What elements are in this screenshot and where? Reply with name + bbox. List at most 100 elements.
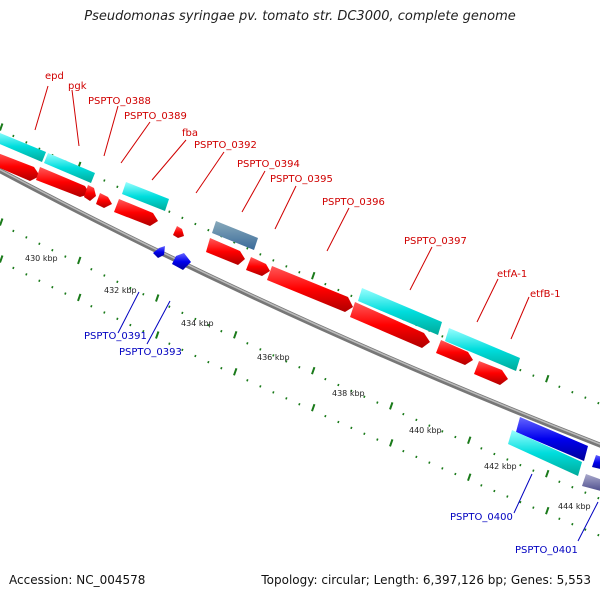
feature-red-8[interactable] [246, 257, 270, 276]
feature-cyan-4[interactable] [358, 288, 442, 335]
tick-mark [324, 282, 327, 286]
tick-mark [441, 335, 444, 338]
scale-label-432: 432 kbp [104, 286, 137, 295]
feature-red-3[interactable] [84, 185, 96, 201]
feature-cyan-3[interactable] [122, 182, 169, 211]
feature-blue-small-2[interactable] [172, 253, 191, 270]
tick-mark [116, 185, 119, 189]
feature-blue-2[interactable] [592, 455, 600, 470]
tick-mark [194, 317, 197, 321]
tick-mark [168, 305, 171, 308]
feature-cyan-1[interactable] [0, 131, 46, 162]
tick-mark [259, 253, 262, 256]
feature-blue-1[interactable] [516, 417, 588, 461]
tick-mark [467, 473, 472, 482]
tick-mark [129, 323, 132, 327]
scale-label-440: 440 kbp [409, 426, 442, 435]
gene-label-pspto-0393[interactable]: PSPTO_0393 [119, 347, 182, 358]
gene-label-pspto-0396[interactable]: PSPTO_0396 [322, 197, 385, 208]
genome-backbone [0, 167, 600, 448]
feature-slate-1[interactable] [582, 474, 600, 492]
tick-mark [51, 285, 54, 289]
tick-mark [12, 229, 15, 233]
tick-mark [532, 374, 535, 377]
tick-mark [558, 385, 561, 388]
tick-mark [441, 467, 444, 470]
tick-mark [545, 469, 550, 478]
tick-mark [25, 273, 28, 276]
tick-mark [155, 294, 160, 302]
tick-mark [259, 385, 262, 388]
feature-red-5[interactable] [114, 199, 158, 226]
feature-red-2[interactable] [36, 167, 90, 197]
accession-text: Accession: NC_004578 [9, 573, 146, 587]
tick-mark [64, 255, 67, 258]
tick-mark [545, 374, 550, 383]
tick-mark [571, 485, 574, 489]
tick-mark [207, 323, 210, 327]
tick-mark [428, 424, 431, 427]
feature-red-1[interactable] [0, 152, 40, 181]
tick-mark [454, 472, 457, 476]
feature-red-6[interactable] [173, 226, 184, 238]
feature-red-10[interactable] [350, 302, 430, 348]
gene-label-etfb-1[interactable]: etfB-1 [530, 289, 560, 300]
tick-mark [506, 458, 509, 461]
feature-cyan-2[interactable] [44, 153, 95, 183]
gene-label-pgk[interactable]: pgk [68, 81, 87, 92]
tick-mark [38, 242, 41, 246]
tick-mark [506, 495, 509, 498]
tick-mark [558, 480, 561, 483]
feature-steel-1[interactable] [212, 221, 258, 250]
tick-mark [389, 439, 394, 447]
tick-mark [272, 259, 275, 262]
tick-mark [220, 329, 223, 333]
feature-red-9[interactable] [267, 266, 353, 312]
tick-mark [25, 141, 28, 144]
tick-mark [298, 366, 301, 369]
scale-label-442: 442 kbp [484, 462, 517, 471]
tick-mark [350, 294, 353, 298]
tick-mark [441, 430, 444, 433]
tick-mark [519, 463, 522, 467]
gene-label-pspto-0394[interactable]: PSPTO_0394 [237, 159, 300, 170]
tick-mark [103, 179, 106, 182]
tick-mark [376, 401, 379, 404]
gene-label-fba[interactable]: fba [182, 128, 198, 139]
tick-mark [272, 391, 275, 394]
feature-cyan-6[interactable] [508, 430, 582, 476]
gene-label-pspto-0395[interactable]: PSPTO_0395 [270, 174, 333, 185]
tick-mark [597, 401, 600, 405]
gene-label-pspto-0397[interactable]: PSPTO_0397 [404, 236, 467, 247]
tick-mark [181, 216, 184, 220]
feature-red-11[interactable] [436, 340, 473, 365]
feature-red-4[interactable] [96, 193, 112, 208]
gene-label-pspto-0391[interactable]: PSPTO_0391 [84, 331, 147, 342]
gene-label-pspto-0392[interactable]: PSPTO_0392 [194, 140, 257, 151]
gene-label-epd[interactable]: epd [45, 71, 64, 82]
feature-red-7[interactable] [206, 238, 245, 265]
tick-mark [337, 288, 340, 292]
gene-label-pspto-0389[interactable]: PSPTO_0389 [124, 111, 187, 122]
tick-mark [181, 311, 184, 315]
feature-cyan-5[interactable] [445, 328, 520, 371]
feature-track [0, 131, 600, 492]
tick-mark [519, 500, 522, 504]
tick-mark [168, 210, 171, 213]
gene-label-etfa-1[interactable]: etfA-1 [497, 269, 527, 280]
tick-mark [233, 330, 238, 339]
tick-mark [233, 367, 238, 376]
tick-mark [402, 412, 405, 416]
gene-labels: epd pgk PSPTO_0388 PSPTO_0389 fba PSPTO_… [45, 71, 578, 556]
gene-label-pspto-0401[interactable]: PSPTO_0401 [515, 545, 578, 556]
tick-mark [207, 228, 210, 232]
feature-blue-small-1[interactable] [153, 246, 165, 258]
tick-mark [77, 256, 82, 265]
tick-mark [103, 311, 106, 314]
tick-mark [220, 366, 223, 370]
feature-red-12[interactable] [474, 361, 508, 385]
gene-label-pspto-0388[interactable]: PSPTO_0388 [88, 96, 151, 107]
tick-mark [12, 266, 15, 270]
gene-label-pspto-0400[interactable]: PSPTO_0400 [450, 512, 513, 523]
